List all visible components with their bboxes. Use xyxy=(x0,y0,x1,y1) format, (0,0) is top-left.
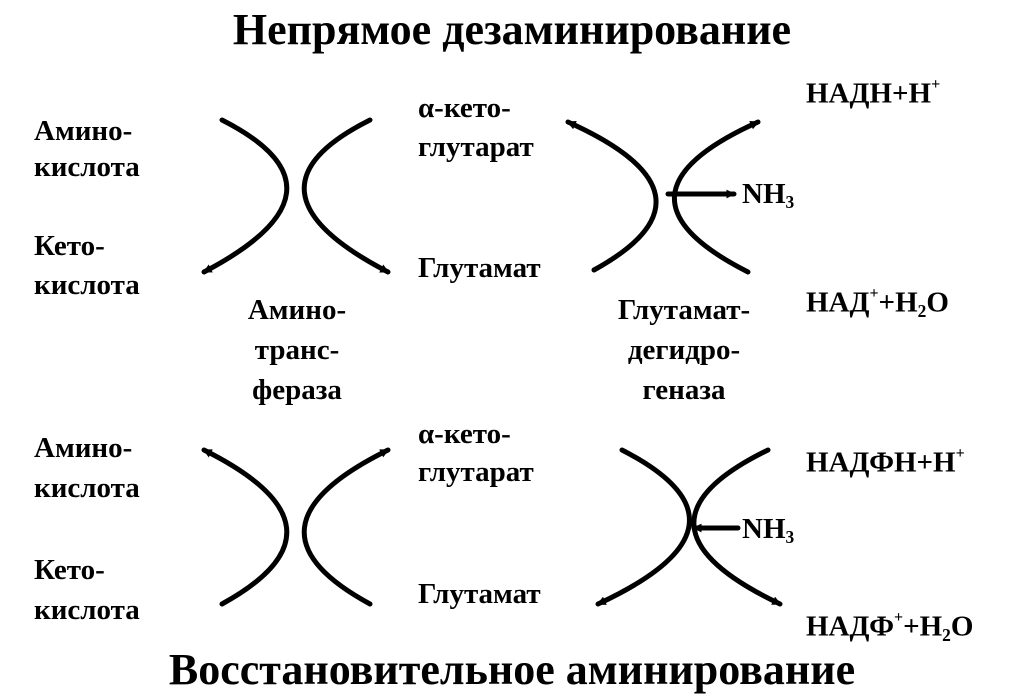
label-glutamate-bottom: Глутамат xyxy=(418,578,541,610)
label-gdh-3: геназа xyxy=(642,374,726,406)
label-amino-acid-top-1: Амино- xyxy=(34,115,133,147)
label-amino-acid-bottom-1: Амино- xyxy=(34,432,133,464)
label-nadph: НАДФН+Н+ xyxy=(806,445,965,479)
curve-glutamate-to-akg-bottom xyxy=(301,447,391,607)
label-nh3-top: NH3 xyxy=(742,178,795,213)
label-nadh: НАДН+Н+ xyxy=(806,76,941,110)
label-gdh-1: Глутамат- xyxy=(617,294,751,326)
curve-akg-to-glutamate-bottom xyxy=(595,447,692,607)
title-reductive-amination: Восстановительное аминирование xyxy=(168,645,856,694)
label-gdh-2: дегидро- xyxy=(627,334,741,366)
curve-akg-to-glutamate xyxy=(301,117,391,275)
label-keto-acid-bottom-2: кислота xyxy=(34,594,140,626)
label-nad: НАД++Н2О xyxy=(806,285,949,321)
curve-keto-acid-to-amino-acid xyxy=(201,447,290,607)
label-aminotransferase-2: транс- xyxy=(254,334,340,366)
curve-amino-acid-to-keto-acid xyxy=(201,117,290,275)
label-aminotransferase-3: фераза xyxy=(252,374,342,406)
label-keto-acid-bottom-1: Кето- xyxy=(34,554,105,586)
label-glutamate-top: Глутамат xyxy=(418,252,541,284)
label-akg-top-1: α-кето- xyxy=(418,92,511,124)
label-keto-acid-top-2: кислота xyxy=(34,269,140,301)
label-akg-top-2: глутарат xyxy=(418,131,534,163)
label-akg-bottom-1: α-кето- xyxy=(418,418,511,450)
curve-glutamate-to-akg xyxy=(565,119,659,273)
label-akg-bottom-2: глутарат xyxy=(418,456,534,488)
title-indirect-deamination: Непрямое дезаминирование xyxy=(232,5,792,54)
label-nh3-bottom: NH3 xyxy=(742,513,795,548)
label-amino-acid-top-2: кислота xyxy=(34,151,140,183)
label-amino-acid-bottom-2: кислота xyxy=(34,472,140,504)
label-aminotransferase-1: Амино- xyxy=(247,294,347,326)
label-nadp: НАДФ++Н2О xyxy=(806,609,974,645)
label-keto-acid-top-1: Кето- xyxy=(34,230,105,262)
